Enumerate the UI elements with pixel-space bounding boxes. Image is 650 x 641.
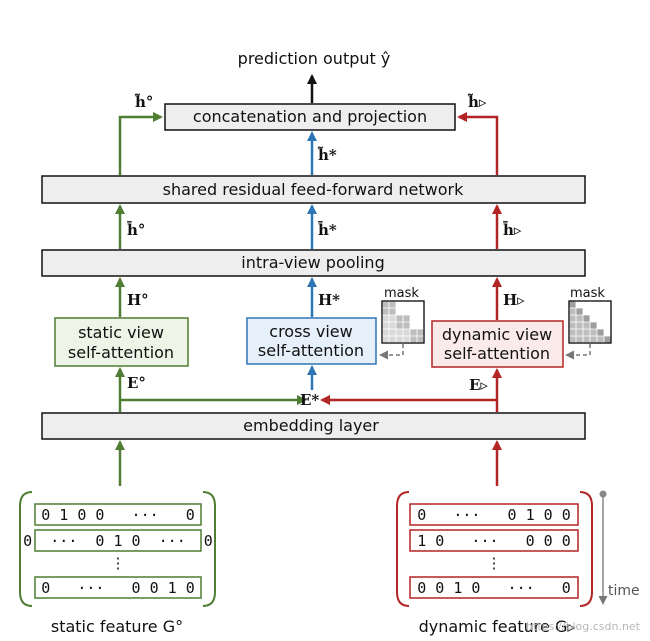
time-label: time [608,583,640,599]
ffn-label: shared residual feed-forward network [163,180,464,199]
dynamic-row-2-text: 1 0 ··· 0 0 0 [417,532,571,550]
h-bar-cross-symbol: h̄* [317,220,337,239]
static-row-last [34,576,202,599]
static-row-2-text: 0 ··· 0 1 0 ··· 0 [23,532,213,550]
cross-attention-box [246,317,377,365]
cross-mask-label: mask [384,286,419,301]
H-static-symbol: H° [127,291,149,309]
dynamic-row-1 [409,503,579,526]
dynamic-mask-arrow [565,344,591,360]
E-dynamic-symbol: E▹ [469,376,488,394]
cross-attention-label-2: self-attention [258,341,364,360]
static-feature-caption: static feature G° [51,617,183,636]
dynamic-row-2 [409,529,579,552]
concat-projection-label: concatenation and projection [193,107,427,126]
static-matrix-bracket-right [202,491,216,607]
h-tilde-static-symbol: h̃° [134,93,153,111]
watermark-text: https://blog.csdn.net [526,620,641,633]
E-static-symbol: E° [127,374,146,392]
cross-attention-label-1: cross view [269,322,352,341]
concat-projection-box [164,103,456,131]
dynamic-row-ellipsis: ⋮ [487,554,502,572]
prediction-output-label: prediction output ŷ [238,49,391,68]
dynamic-mask-grid [568,300,612,344]
static-row-last-text: 0 ··· 0 0 1 0 [41,579,195,597]
dynamic-matrix-bracket-left [396,491,410,607]
dynamic-to-concat-arrow [457,112,499,175]
H-cross-symbol: H* [318,291,340,309]
dynamic-matrix-bracket-right [579,491,593,607]
static-row-1-text: 0 1 0 0 ··· 0 [41,506,195,524]
dynamic-attention-box [431,320,564,368]
static-attention-box [54,317,189,367]
cross-mask-arrow [379,344,404,360]
E-cross-symbol: E* [300,391,319,409]
h-bar-dynamic-symbol: h̄▹ [502,220,522,239]
h-tilde-cross-symbol: h̃* [317,146,337,164]
dynamic-row-1-text: 0 ··· 0 1 0 0 [417,506,571,524]
embedding-label: embedding layer [243,416,379,435]
static-to-concat-arrow [118,112,163,175]
static-row-ellipsis: ⋮ [111,554,126,572]
dynamic-attention-label-2: self-attention [444,344,550,363]
h-bar-static-symbol: h̄° [126,220,145,239]
embedding-box [41,412,586,440]
time-axis-start-dot [599,490,607,498]
dynamic-attention-label-1: dynamic view [442,325,552,344]
static-row-2 [34,529,202,552]
static-attention-label-2: self-attention [68,343,174,362]
static-row-1 [34,503,202,526]
dynamic-mask-label: mask [570,286,605,301]
H-dynamic-symbol: H▹ [503,291,525,309]
dynamic-row-last-text: 0 0 1 0 ··· 0 [417,579,571,597]
h-tilde-dynamic-symbol: h̃▹ [467,93,487,111]
static-matrix-bracket-left [19,491,33,607]
ffn-box [41,175,586,204]
dynamic-feature-caption: dynamic feature G▹ [419,617,576,636]
static-attention-label-1: static view [78,323,164,342]
pooling-box [41,249,586,277]
pooling-label: intra-view pooling [241,253,384,272]
dynamic-row-last [409,576,579,599]
cross-mask-grid [381,300,425,344]
